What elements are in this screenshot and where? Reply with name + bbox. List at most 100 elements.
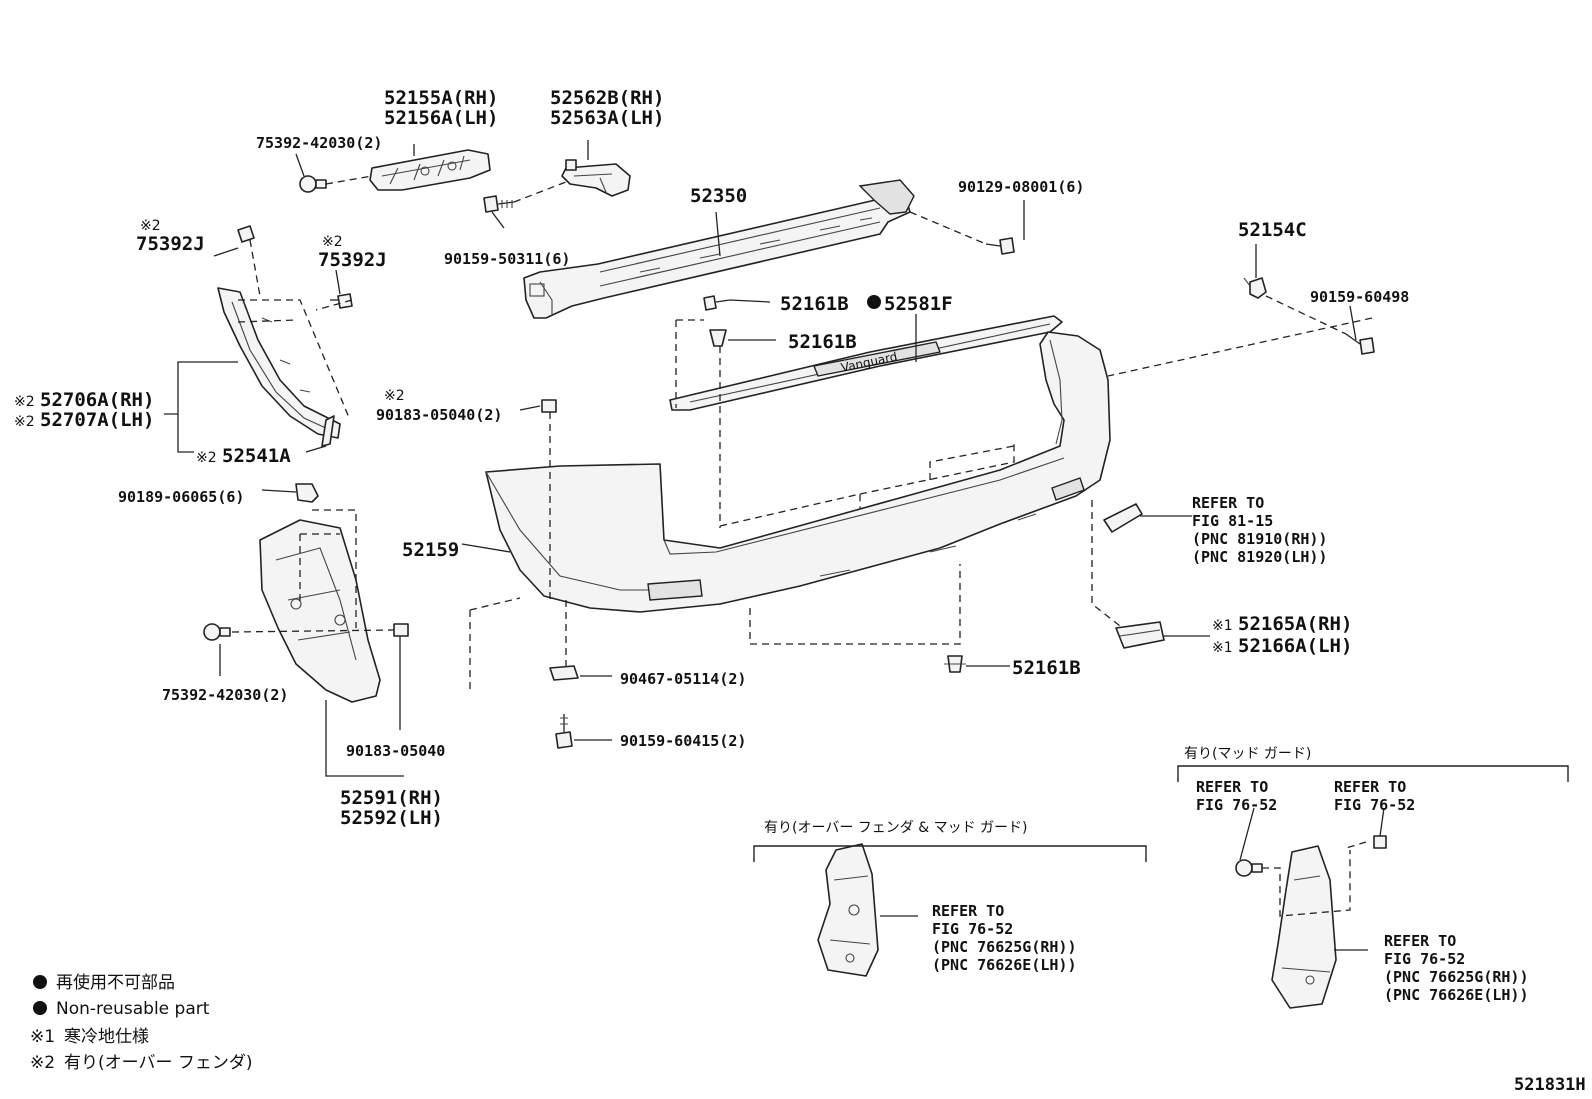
assembly-lines bbox=[231, 175, 1373, 917]
label-refer-e-3: (PNC 76625G(RH)) bbox=[1384, 968, 1529, 986]
clip-52161B-a-drawing bbox=[703, 295, 731, 311]
label-75392J-a: 75392J bbox=[136, 233, 205, 255]
bolt-90129-08001-drawing bbox=[985, 237, 1015, 255]
clip-90467-05114-drawing bbox=[549, 665, 579, 681]
legend-note2-text: 有り(オーバー フェンダ) bbox=[64, 1053, 253, 1073]
label-52581F: 52581F bbox=[884, 293, 953, 315]
legend-note1-text: 寒冷地仕様 bbox=[64, 1027, 149, 1047]
label-90129-08001: 90129-08001(6) bbox=[958, 178, 1084, 196]
label-cond-fender-mud: 有り(オーバー フェンダ & マッド ガード) bbox=[764, 820, 1028, 836]
label-refer-d-3: (PNC 76625G(RH)) bbox=[932, 938, 1077, 956]
legend-bullet-icon-2 bbox=[33, 1001, 47, 1015]
label-refer-e-4: (PNC 76626E(LH)) bbox=[1384, 986, 1529, 1004]
bumper-cover-52159-drawing bbox=[485, 331, 1111, 613]
screw-90159-50311-drawing bbox=[483, 195, 515, 213]
nut-90183-05040-lower-drawing bbox=[393, 623, 409, 637]
label-refer-d-4: (PNC 76626E(LH)) bbox=[932, 956, 1077, 974]
label-52154C: 52154C bbox=[1238, 219, 1307, 241]
label-refer-a-1: REFER TO bbox=[1192, 494, 1264, 512]
label-refer-a-2: FIG 81-15 bbox=[1192, 512, 1273, 530]
reinforcement-52350-drawing bbox=[523, 179, 915, 319]
nut-76-52-drawing bbox=[1373, 835, 1387, 849]
reflector-81910-drawing bbox=[1103, 503, 1143, 533]
seal-52541A-drawing bbox=[321, 415, 335, 447]
cover-52165A-drawing bbox=[1115, 621, 1165, 649]
clip-75392-42030-bottom-drawing bbox=[203, 623, 231, 641]
mudguard-a-drawing bbox=[817, 843, 879, 977]
legend-bullet-en: Non-reusable part bbox=[56, 999, 210, 1019]
label-refer-b-2: FIG 76-52 bbox=[1196, 796, 1277, 814]
label-90159-60498: 90159-60498 bbox=[1310, 288, 1409, 306]
label-note2-75392J-a: ※2 bbox=[140, 218, 161, 234]
label-52592: 52592(LH) bbox=[340, 807, 443, 829]
retainer-52155A-drawing bbox=[369, 149, 491, 191]
clip-75392J-a-drawing bbox=[237, 225, 255, 243]
screw-90159-60415-drawing bbox=[555, 714, 573, 749]
label-52161B-c: 52161B bbox=[1012, 657, 1081, 679]
label-refer-a-3: (PNC 81910(RH)) bbox=[1192, 530, 1327, 548]
label-note1-52165A: ※1 bbox=[1212, 618, 1233, 634]
label-refer-e-2: FIG 76-52 bbox=[1384, 950, 1465, 968]
legend-bullet-icon bbox=[33, 975, 47, 989]
label-refer-a-4: (PNC 81920(LH)) bbox=[1192, 548, 1327, 566]
bracket-mudguard bbox=[1177, 765, 1569, 782]
label-52350: 52350 bbox=[690, 185, 747, 207]
legend-note2-mark: ※2 bbox=[30, 1053, 55, 1073]
nut-90183-05040-upper-drawing bbox=[541, 399, 557, 413]
fender-52706A-drawing bbox=[217, 287, 341, 439]
label-52541A: 52541A bbox=[222, 445, 291, 467]
label-90467-05114: 90467-05114(2) bbox=[620, 670, 746, 688]
label-note2-52541A: ※2 bbox=[196, 450, 217, 466]
label-90189-06065: 90189-06065(6) bbox=[118, 488, 244, 506]
label-90159-60415: 90159-60415(2) bbox=[620, 732, 746, 750]
bracket-52562B-drawing bbox=[561, 159, 631, 197]
label-note2-75392J-b: ※2 bbox=[322, 234, 343, 250]
legend-bullet-jp: 再使用不可部品 bbox=[56, 972, 175, 993]
label-52155A: 52155A(RH) bbox=[384, 87, 498, 109]
label-refer-e-1: REFER TO bbox=[1384, 932, 1456, 950]
clip-75392-42030-top-drawing bbox=[299, 175, 327, 193]
label-note2-52707A: ※2 bbox=[14, 414, 35, 430]
label-52165A: 52165A(RH) bbox=[1238, 613, 1352, 635]
label-refer-c-2: FIG 76-52 bbox=[1334, 796, 1415, 814]
label-90159-50311: 90159-50311(6) bbox=[444, 250, 570, 268]
label-52159: 52159 bbox=[402, 539, 459, 561]
label-refer-c-1: REFER TO bbox=[1334, 778, 1406, 796]
label-52166A: 52166A(LH) bbox=[1238, 635, 1352, 657]
label-52161B-b: 52161B bbox=[788, 331, 857, 353]
bracket-fender-mud bbox=[753, 845, 1147, 862]
clip-52154C-drawing bbox=[1243, 277, 1267, 299]
clip-52161B-c-drawing bbox=[944, 655, 966, 673]
labels: 52155A(RH) 52156A(LH) 52562B(RH) 52563A(… bbox=[14, 87, 1529, 1004]
label-refer-b-1: REFER TO bbox=[1196, 778, 1268, 796]
label-note1-52166A: ※1 bbox=[1212, 640, 1233, 656]
label-90183-05040-2: 90183-05040(2) bbox=[376, 406, 502, 424]
legend-note1-mark: ※1 bbox=[30, 1027, 55, 1047]
clip-90189-06065-drawing bbox=[295, 483, 319, 503]
step-plate-52581F-drawing: Vanguard bbox=[669, 315, 1063, 411]
label-52591: 52591(RH) bbox=[340, 787, 443, 809]
label-52706A: 52706A(RH) bbox=[40, 389, 154, 411]
label-75392-42030-top: 75392-42030(2) bbox=[256, 134, 382, 152]
label-52563A: 52563A(LH) bbox=[550, 107, 664, 129]
label-note2-52706A: ※2 bbox=[14, 394, 35, 410]
screw-90159-60498-drawing bbox=[1345, 333, 1375, 355]
figure-id: 521831H bbox=[1514, 1075, 1586, 1095]
clip-52161B-b-drawing bbox=[709, 329, 727, 347]
mudguard-b-drawing bbox=[1271, 845, 1337, 1009]
label-52707A: 52707A(LH) bbox=[40, 409, 154, 431]
label-note2-90183: ※2 bbox=[384, 388, 405, 404]
label-75392-42030-bottom: 75392-42030(2) bbox=[162, 686, 288, 704]
label-52161B-a: 52161B bbox=[780, 293, 849, 315]
legend: 再使用不可部品 Non-reusable part ※1 寒冷地仕様 ※2 有り… bbox=[30, 972, 253, 1073]
nonreusable-bullet-52581F bbox=[867, 295, 881, 309]
label-52562B: 52562B(RH) bbox=[550, 87, 664, 109]
label-75392J-b: 75392J bbox=[318, 249, 387, 271]
label-refer-d-2: FIG 76-52 bbox=[932, 920, 1013, 938]
screw-76-52-drawing bbox=[1235, 859, 1263, 877]
label-90183-05040: 90183-05040 bbox=[346, 742, 445, 760]
leader-lines bbox=[164, 140, 1385, 951]
label-cond-mudguard: 有り(マッド ガード) bbox=[1184, 746, 1311, 762]
label-refer-d-1: REFER TO bbox=[932, 902, 1004, 920]
